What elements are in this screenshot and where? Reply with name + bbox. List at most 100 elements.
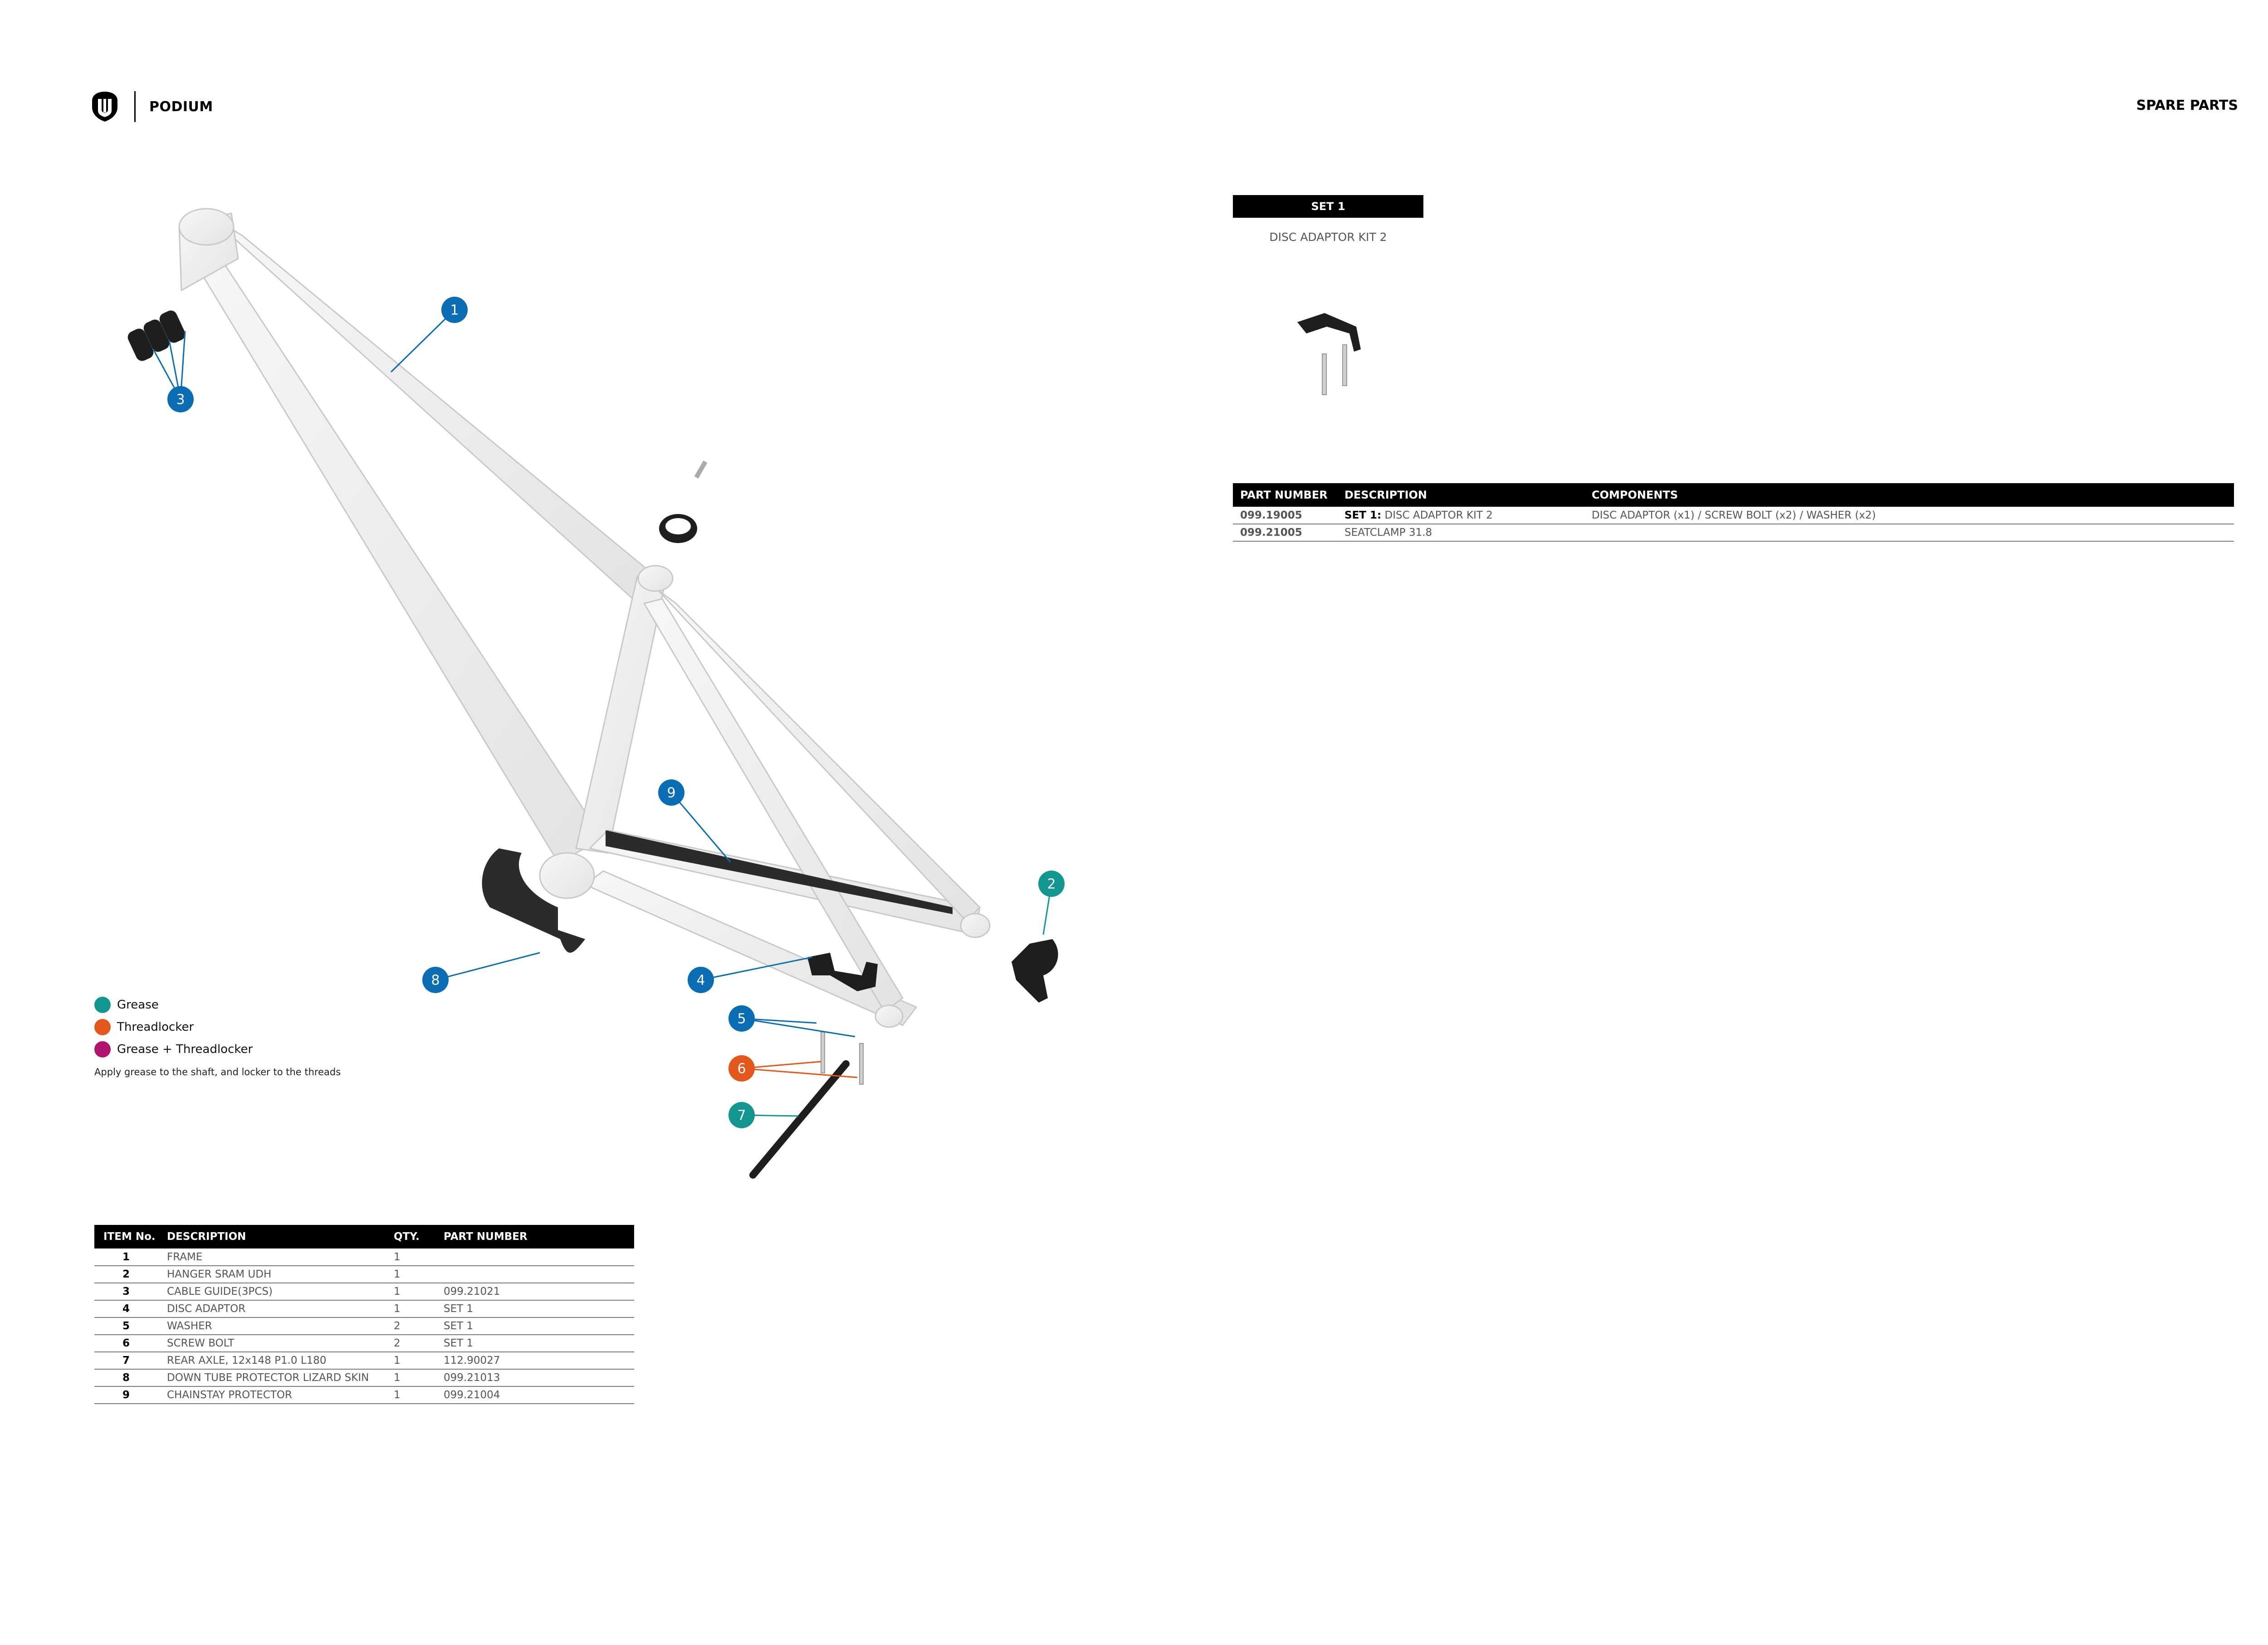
callout-6 (728, 1055, 755, 1082)
set1-illustration (1297, 313, 1361, 395)
cell-description: FRAME (158, 1248, 385, 1266)
cell-components (1584, 524, 2234, 542)
legend-item-grease: Grease (94, 994, 341, 1016)
cell-qty: 1 (385, 1352, 435, 1370)
callout-markers (167, 297, 1065, 1128)
cell-description: SET 1: DISC ADAPTOR KIT 2 (1337, 507, 1584, 524)
callout-number: 3 (176, 392, 185, 408)
hanger-part (1012, 939, 1058, 1003)
callout-number: 5 (737, 1011, 746, 1027)
lubrication-legend: Grease Threadlocker Grease + Threadlocke… (94, 994, 341, 1077)
cell-item: 5 (94, 1317, 158, 1335)
rear-axle-part (749, 1060, 850, 1179)
cell-description: SEATCLAMP 31.8 (1337, 524, 1584, 542)
callout-2 (1038, 871, 1065, 897)
cell-item: 4 (94, 1300, 158, 1318)
set-description: DISC ADAPTOR KIT 2 (1269, 230, 1387, 244)
callout-4 (688, 967, 714, 993)
cell-qty: 1 (385, 1386, 435, 1404)
legend-label: Grease (117, 998, 159, 1012)
cell-part-number: 099.21013 (435, 1369, 634, 1387)
cell-item: 7 (94, 1352, 158, 1370)
parts-table-header: ITEM No. DESCRIPTION QTY. PART NUMBER (94, 1225, 634, 1248)
column-header: DESCRIPTION (1337, 483, 1584, 507)
description-text: DISC ADAPTOR KIT 2 (1384, 509, 1493, 521)
column-header: QTY. (385, 1225, 435, 1248)
header-brand: PODIUM (91, 88, 213, 125)
cell-qty: 1 (385, 1283, 435, 1301)
column-header: COMPONENTS (1584, 483, 2234, 507)
cell-part-number: 099.21004 (435, 1386, 634, 1404)
grease-threadlocker-dot-icon (94, 1041, 111, 1058)
cell-qty: 2 (385, 1317, 435, 1335)
cell-description: DOWN TUBE PROTECTOR LIZARD SKIN (158, 1369, 385, 1387)
cell-item: 9 (94, 1386, 158, 1404)
cell-qty: 1 (385, 1248, 435, 1266)
cell-part-number: SET 1 (435, 1335, 634, 1352)
cable-guides-part (127, 310, 186, 361)
brand-shield-icon (92, 92, 117, 122)
callout-9 (658, 779, 684, 806)
cell-part-number: 099.19005 (1233, 507, 1337, 524)
cell-part-number: 112.90027 (435, 1352, 634, 1370)
cell-qty: 2 (385, 1335, 435, 1352)
cell-description: CHAINSTAY PROTECTOR (158, 1386, 385, 1404)
callout-number: 2 (1047, 876, 1056, 892)
cell-description: HANGER SRAM UDH (158, 1266, 385, 1283)
disc-adaptor-part (807, 953, 878, 991)
callout-5 (728, 1005, 755, 1032)
legend-label: Grease + Threadlocker (117, 1042, 253, 1056)
cell-part-number: 099.21005 (1233, 524, 1337, 542)
callout-number: 9 (667, 785, 675, 801)
set-title: SET 1 (1233, 195, 1423, 218)
callout-number: 8 (431, 973, 440, 989)
cell-qty: 1 (385, 1266, 435, 1283)
callout-number: 1 (450, 303, 459, 318)
callout-7 (728, 1102, 755, 1128)
legend-item-grease-threadlocker: Grease + Threadlocker (94, 1038, 341, 1060)
column-header: PART NUMBER (1233, 483, 1337, 507)
seat-clamp-part (659, 460, 708, 543)
cell-item: 3 (94, 1283, 158, 1301)
cell-description: WASHER (158, 1317, 385, 1335)
legend-item-threadlocker: Threadlocker (94, 1016, 341, 1038)
column-header: PART NUMBER (435, 1225, 634, 1248)
cell-item: 1 (94, 1248, 158, 1266)
section-title: SPARE PARTS (2136, 98, 2238, 113)
cell-qty: 1 (385, 1300, 435, 1318)
callout-number: 4 (696, 973, 705, 989)
callout-8 (422, 967, 449, 993)
cell-components: DISC ADAPTOR (x1) / SCREW BOLT (x2) / WA… (1584, 507, 2234, 524)
cell-description: SCREW BOLT (158, 1335, 385, 1352)
cell-part-number (435, 1248, 634, 1266)
cell-item: 2 (94, 1266, 158, 1283)
callout-number: 6 (737, 1061, 746, 1077)
chainstay-protector-part (606, 830, 953, 914)
spare-table-header: PART NUMBER DESCRIPTION COMPONENTS (1233, 483, 2234, 507)
cell-description: CABLE GUIDE(3PCS) (158, 1283, 385, 1301)
set-1-box: SET 1 DISC ADAPTOR KIT 2 (1233, 195, 1423, 244)
column-header: DESCRIPTION (158, 1225, 385, 1248)
cell-item: 8 (94, 1369, 158, 1387)
spare-parts-table: PART NUMBER DESCRIPTION COMPONENTS 099.1… (1233, 483, 2234, 542)
table-row: 099.21005 SEATCLAMP 31.8 (1233, 524, 2234, 542)
page-title: PODIUM (149, 98, 213, 115)
cell-qty: 1 (385, 1369, 435, 1387)
description-text: SEATCLAMP 31.8 (1344, 527, 1432, 539)
cell-item: 6 (94, 1335, 158, 1352)
cell-part-number: SET 1 (435, 1300, 634, 1318)
column-header: ITEM No. (94, 1225, 158, 1248)
grease-dot-icon (94, 996, 111, 1013)
frame (178, 208, 991, 1028)
cell-part-number (435, 1266, 634, 1283)
callout-1 (441, 297, 468, 323)
